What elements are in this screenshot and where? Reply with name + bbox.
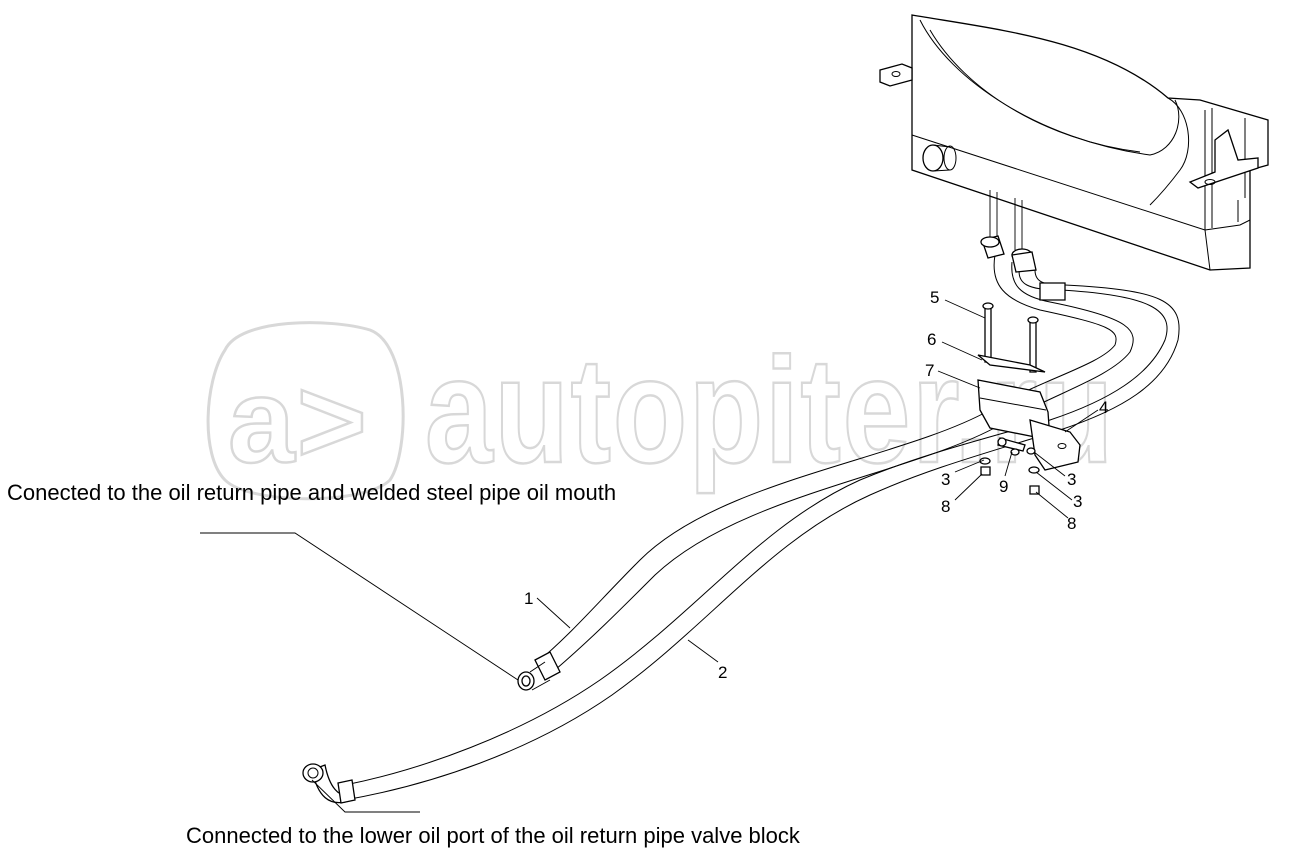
callout-5: 5 [930, 288, 939, 307]
bolt-5-right [1029, 321, 1037, 373]
callout-3-left: 3 [941, 470, 950, 489]
callout-7: 7 [925, 361, 934, 380]
watermark-logo-text: a> [228, 354, 369, 488]
callout-8-left: 8 [941, 497, 950, 516]
notes: Conected to the oil return pipe and weld… [7, 480, 801, 848]
callout-8-right: 8 [1067, 514, 1076, 533]
callout-3-lower-right: 3 [1073, 492, 1082, 511]
washer-3 [979, 457, 991, 465]
washer-3 [1010, 448, 1020, 456]
callout-3-upper-right: 3 [1067, 470, 1076, 489]
callout-2: 2 [718, 663, 727, 682]
radiator-housing [879, 14, 1269, 271]
hose-2 [302, 248, 1180, 804]
plate-6 [977, 354, 1046, 373]
note-upper: Conected to the oil return pipe and weld… [7, 480, 616, 505]
callout-4: 4 [1099, 398, 1108, 417]
washer-3 [1028, 466, 1040, 474]
bolt-5-left [984, 307, 992, 363]
callout-labels: 1 2 3 3 3 4 5 6 7 8 8 9 [524, 288, 1108, 682]
callout-6: 6 [927, 330, 936, 349]
clamp-assembly [977, 302, 1081, 495]
callout-1: 1 [524, 589, 533, 608]
bracket-4 [1029, 419, 1081, 471]
leader-lines [200, 299, 1099, 813]
washer-3 [1026, 447, 1036, 455]
nut-8 [980, 466, 991, 476]
note-lower: Connected to the lower oil port of the o… [186, 823, 801, 848]
watermark-logo-badge [206, 321, 405, 501]
watermark: a> autopiter.ru [206, 321, 1114, 501]
callout-9: 9 [999, 477, 1008, 496]
